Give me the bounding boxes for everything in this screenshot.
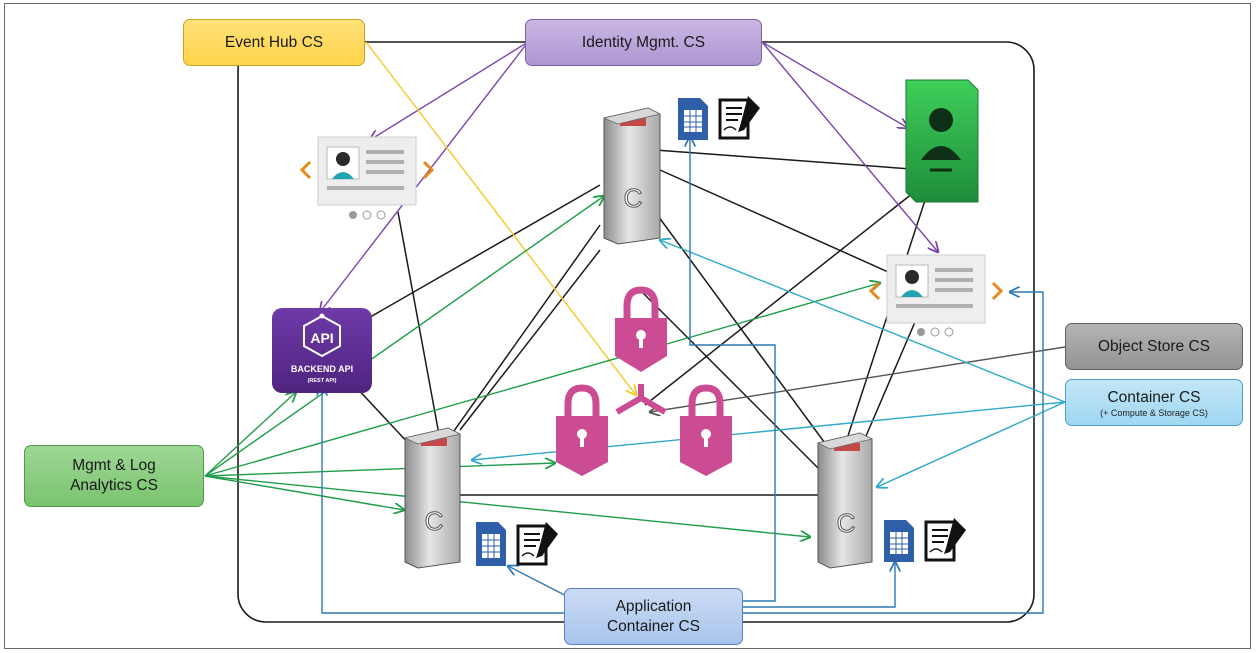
server-letter: C	[837, 508, 856, 538]
spreadsheet-icon	[476, 522, 506, 566]
server-icon: C	[602, 107, 662, 245]
application-container-cs-box: Application Container CS	[564, 588, 743, 645]
event-hub-cs-box: Event Hub CS	[183, 19, 365, 66]
lock-cluster	[556, 286, 732, 476]
api-badge-icon: API BACKEND API (REST API)	[272, 308, 372, 393]
app-container-label-line1: Application	[615, 597, 692, 615]
app-container-label-line2: Container CS	[606, 617, 701, 635]
server-icon: C	[816, 432, 874, 569]
object-store-arrow	[650, 346, 1066, 412]
server-icon: C	[403, 427, 462, 569]
profile-card-icon	[868, 254, 1004, 337]
document-pair	[476, 522, 558, 566]
monitor-user-icon	[905, 79, 979, 203]
container-cs-box: Container CS (+ Compute & Storage CS)	[1065, 379, 1243, 426]
identity-label: Identity Mgmt. CS	[581, 33, 706, 51]
object-store-label: Object Store CS	[1098, 337, 1210, 355]
event-hub-label: Event Hub CS	[224, 33, 324, 51]
api-badge-title: API	[310, 330, 333, 346]
signed-document-icon	[516, 522, 558, 566]
mgmt-label-line2: Analytics CS	[70, 477, 158, 494]
profile-card-icon	[299, 136, 435, 220]
container-label: Container CS	[1107, 389, 1201, 406]
lock-icon	[556, 384, 608, 476]
signed-document-icon	[924, 518, 966, 562]
spreadsheet-icon	[678, 98, 708, 140]
server-letter: C	[425, 506, 444, 536]
mgmt-label-line1: Mgmt & Log	[72, 457, 156, 474]
container-sublabel: (+ Compute & Storage CS)	[1100, 408, 1208, 418]
object-store-cs-box: Object Store CS	[1065, 323, 1243, 370]
identity-arrows	[320, 41, 938, 312]
spreadsheet-icon	[884, 520, 914, 562]
signed-document-icon	[718, 96, 760, 140]
api-badge-line1: BACKEND API	[291, 364, 353, 374]
diagram-frame	[4, 3, 1251, 649]
document-pair	[678, 96, 760, 140]
document-pair	[884, 518, 966, 562]
event-hub-arrow	[365, 41, 636, 395]
lock-icon	[615, 286, 667, 372]
mgmt-log-analytics-cs-box: Mgmt & Log Analytics CS	[24, 445, 204, 507]
api-badge-line2: (REST API)	[308, 378, 337, 384]
lock-icon	[680, 384, 732, 476]
identity-mgmt-cs-box: Identity Mgmt. CS	[525, 19, 762, 66]
mgmt-arrows	[204, 196, 880, 537]
server-letter: C	[624, 183, 643, 213]
